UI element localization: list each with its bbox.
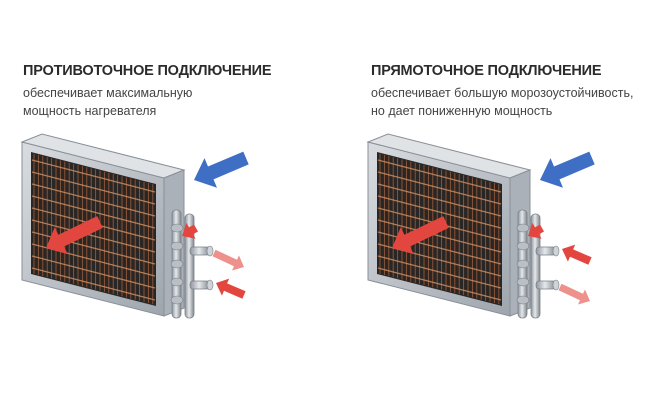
parallel-flow-pipe-bend xyxy=(516,241,530,251)
parallel-flow-tube-row xyxy=(377,267,502,301)
parallel-flow-nozzle-bottom-end xyxy=(552,279,560,291)
parallel-flow-water-outlet-arrow xyxy=(558,283,590,305)
parallel-flow-pipe-bend xyxy=(516,223,530,233)
parallel-flow-panel: ПРЯМОТОЧНОЕ ПОДКЛЮЧЕНИЕ обеспечивает бол… xyxy=(330,0,660,420)
counterflow-title: ПРОТИВОТОЧНОЕ ПОДКЛЮЧЕНИЕ xyxy=(23,63,272,79)
parallel-flow-desc-line-2: но дает пониженную мощность xyxy=(371,104,553,118)
counterflow-cold-air-arrow xyxy=(194,151,249,188)
parallel-flow-heater-illustration xyxy=(364,130,624,330)
counterflow-hot-air-arrow xyxy=(46,216,103,255)
counterflow-water-inlet-arrow xyxy=(216,278,246,299)
counterflow-heater-body xyxy=(20,133,249,319)
parallel-flow-water-inlet-arrow xyxy=(562,244,592,265)
parallel-flow-tube-row xyxy=(377,195,502,229)
parallel-flow-heater-svg xyxy=(366,133,595,319)
counterflow-tube-row xyxy=(31,219,156,253)
counterflow-collector-marker xyxy=(182,222,198,239)
parallel-flow-cold-air-arrow xyxy=(540,151,595,188)
counterflow-heater-illustration xyxy=(18,130,278,330)
counterflow-tube-row xyxy=(31,171,156,205)
counterflow-pipe-bend xyxy=(170,295,184,305)
parallel-flow-tube-row xyxy=(377,171,502,205)
counterflow-desc-line-2: мощность нагревателя xyxy=(23,104,157,118)
parallel-flow-nozzle-middle-end xyxy=(552,245,560,257)
counterflow-collector-pipe-2 xyxy=(184,213,195,319)
counterflow-pipe-bend xyxy=(170,223,184,233)
parallel-flow-pipe-bend xyxy=(516,277,530,287)
counterflow-panel: ПРОТИВОТОЧНОЕ ПОДКЛЮЧЕНИЕ обеспечивает м… xyxy=(18,63,323,330)
parallel-flow-title: ПРЯМОТОЧНОЕ ПОДКЛЮЧЕНИЕ xyxy=(371,63,602,79)
counterflow-description: обеспечивает максимальную мощность нагре… xyxy=(23,84,323,120)
parallel-flow-tube-row xyxy=(377,219,502,253)
counterflow-tube-row xyxy=(31,255,156,289)
counterflow-pipe-bend xyxy=(170,241,184,251)
counterflow-coil-fins xyxy=(31,153,156,305)
counterflow-heater-svg xyxy=(20,133,249,319)
parallel-flow-pipe-bend xyxy=(516,259,530,269)
counterflow-water-outlet-arrow xyxy=(212,249,244,271)
counterflow-nozzle-middle-end xyxy=(206,245,214,257)
parallel-flow-desc-line-1: обеспечивает большую морозоустойчивость, xyxy=(371,86,634,100)
parallel-flow-tube-row xyxy=(377,159,502,193)
parallel-flow-tube-row xyxy=(377,183,502,217)
parallel-flow-collector-pipe-2 xyxy=(530,213,541,319)
counterflow-nozzle-bottom-end xyxy=(206,279,214,291)
counterflow-pipe-bend xyxy=(170,259,184,269)
parallel-flow-tube-row xyxy=(377,255,502,289)
counterflow-desc-line-1: обеспечивает максимальную xyxy=(23,86,193,100)
parallel-flow-hot-air-arrow xyxy=(392,216,449,255)
counterflow-tube-row xyxy=(31,195,156,229)
parallel-flow-pipe-bend xyxy=(516,295,530,305)
counterflow-pipe-bend xyxy=(170,277,184,287)
counterflow-tube-row xyxy=(31,267,156,301)
parallel-flow-heater-body xyxy=(366,133,595,319)
counterflow-tube-row xyxy=(31,183,156,217)
counterflow-tube-row xyxy=(31,159,156,193)
parallel-flow-collector-marker xyxy=(528,222,544,239)
parallel-flow-description: обеспечивает большую морозоустойчивость,… xyxy=(371,84,660,120)
